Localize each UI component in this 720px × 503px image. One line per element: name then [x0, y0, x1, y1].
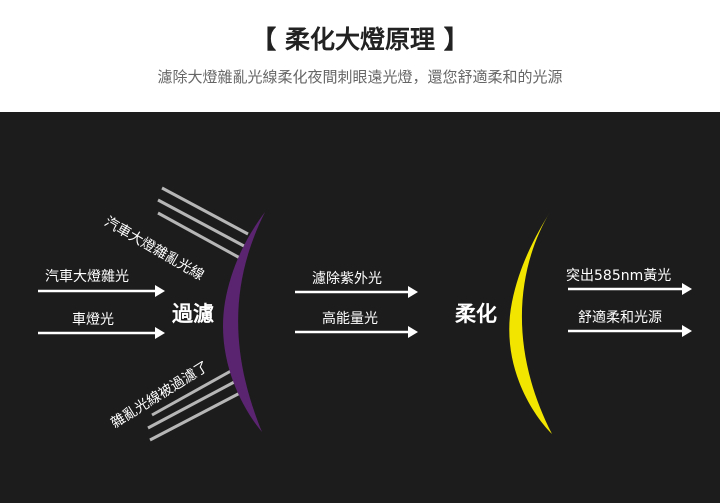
filter-lens — [223, 212, 265, 432]
diagram-graphics — [38, 186, 692, 442]
label-yellow-light: 突出585nm黃光 — [566, 268, 672, 284]
label-filter: 過濾 — [172, 302, 214, 326]
header: 【 柔化大燈原理 】 濾除大燈雜亂光線柔化夜間刺眼遠光燈，還您舒適柔和的光源 — [0, 0, 720, 112]
label-headlight: 車燈光 — [72, 312, 114, 328]
outgoing-rays — [147, 365, 241, 442]
label-high-energy: 高能量光 — [322, 311, 378, 327]
label-soften: 柔化 — [455, 302, 497, 326]
incoming-rays — [157, 186, 249, 260]
label-soft-light: 舒適柔和光源 — [578, 310, 662, 326]
page-title: 【 柔化大燈原理 】 — [251, 25, 469, 54]
label-filter-uv: 濾除紫外光 — [312, 271, 382, 287]
arrows — [38, 283, 692, 339]
soften-lens — [509, 212, 552, 434]
label-headlight-stray-light: 汽車大燈雜光 — [45, 269, 129, 285]
diagram: 汽車大燈雜光 車燈光 過濾 汽車大燈雜亂光線 雜亂光線被過濾了 濾除紫外光 高能… — [0, 112, 720, 503]
page-subtitle: 濾除大燈雜亂光線柔化夜間刺眼遠光燈，還您舒適柔和的光源 — [157, 68, 563, 86]
